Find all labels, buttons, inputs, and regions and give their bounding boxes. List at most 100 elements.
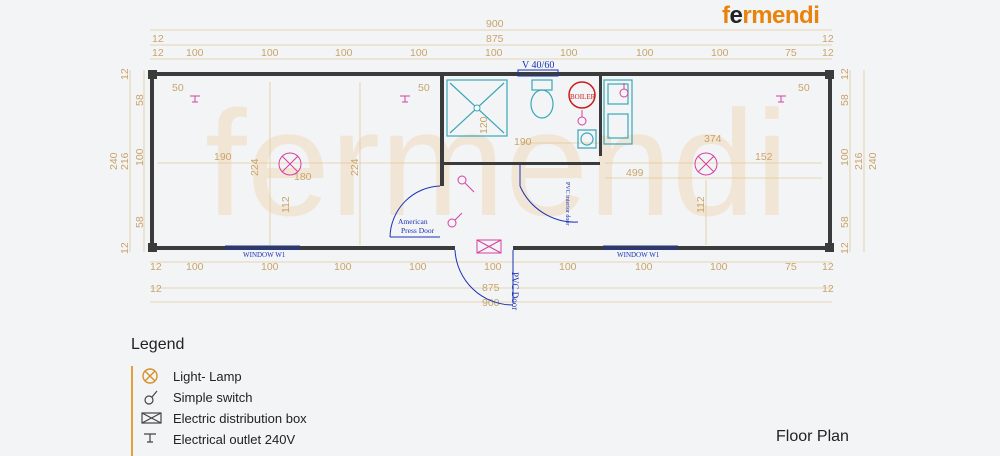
legend-item: Light- Lamp: [141, 366, 242, 386]
dim-bottom-inner: 875: [482, 282, 500, 294]
dim-left-216: 216: [119, 152, 131, 170]
dim-top-seg: 100: [485, 47, 503, 59]
legend-title: Legend: [131, 336, 185, 353]
dim-right-216: 216: [853, 152, 865, 170]
dim-bottom-seg: 100: [484, 261, 502, 273]
dim-top-seg: 12: [152, 47, 164, 59]
outlet-icon: [400, 95, 410, 103]
dim-bottom-edge-left: 12: [150, 283, 162, 295]
dim-outlet-50-a: 50: [172, 82, 184, 94]
dim-left-180: 180: [294, 171, 312, 183]
svg-text:WINDOW W1: WINDOW W1: [243, 251, 286, 259]
dim-bath-190: 190: [514, 136, 532, 148]
legend-item: Simple switch: [141, 387, 252, 407]
svg-text:WINDOW W1: WINDOW W1: [617, 251, 660, 259]
window-right: WINDOW W1: [603, 245, 678, 259]
switch-icon: [457, 175, 475, 193]
dim-right-seg: 12: [839, 68, 851, 80]
right-dimensions: 12 58 100 58 12 216 240: [839, 68, 879, 254]
dim-right-499: 499: [626, 167, 644, 179]
legend-label: Electrical outlet 240V: [173, 431, 296, 447]
lamp-icon: [142, 368, 158, 384]
distribution-box-icon: [141, 412, 162, 424]
floor-plan: fermendi 900 875 12 12 12 100 100 100 10…: [108, 18, 879, 310]
dim-bottom-seg: 100: [710, 261, 728, 273]
dim-bottom-seg: 100: [409, 261, 427, 273]
dim-top-total: 900: [486, 18, 504, 30]
dim-top-seg: 75: [785, 47, 797, 59]
dim-top-inner: 875: [486, 33, 504, 45]
outlet-icon: [776, 95, 786, 103]
legend-label: Electric distribution box: [173, 410, 307, 426]
dim-bottom-seg: 100: [261, 261, 279, 273]
dim-right-seg: 100: [839, 148, 851, 166]
interior-walls: [440, 76, 602, 186]
vent: V 40/60: [517, 60, 559, 77]
distribution-box-icon: [476, 239, 502, 254]
toilet: [530, 79, 554, 119]
dim-left-seg: 12: [119, 242, 131, 254]
svg-text:PVC interior door: PVC interior door: [564, 182, 570, 225]
svg-text:V 40/60: V 40/60: [522, 60, 554, 71]
dim-bath-120: 120: [478, 116, 490, 134]
dim-top-edge-right: 12: [822, 33, 834, 45]
dim-left-112: 112: [280, 196, 292, 213]
svg-text:PVC Door: PVC Door: [510, 272, 520, 310]
dim-bottom-edge-right: 12: [822, 283, 834, 295]
legend-label: Light- Lamp: [173, 368, 242, 384]
dim-bottom-seg: 100: [559, 261, 577, 273]
legend-label: Simple switch: [173, 389, 253, 405]
outlet-icon: [144, 433, 156, 443]
dim-left-seg: 58: [134, 216, 146, 228]
dim-left-room-width: 190: [214, 151, 232, 163]
left-dimensions: 12 58 100 58 12 216 240: [108, 68, 146, 254]
dim-top-seg: 100: [636, 47, 654, 59]
dim-outlet-50-c: 50: [798, 82, 810, 94]
legend-bar: [131, 366, 133, 456]
top-dimensions: 900 875 12 12 12 100 100 100 100 100 100…: [150, 18, 834, 60]
dim-right-112: 112: [695, 196, 707, 213]
switch-icon: [619, 83, 629, 98]
legend-item: Electric distribution box: [141, 408, 307, 428]
dim-bottom-seg: 100: [334, 261, 352, 273]
dim-right-seg: 12: [839, 242, 851, 254]
dim-left-240: 240: [108, 152, 120, 170]
washbasin: [577, 129, 597, 149]
dim-top-edge-left: 12: [152, 33, 164, 45]
dim-bottom-seg: 100: [635, 261, 653, 273]
dim-left-seg: 12: [119, 68, 131, 80]
switch-icon: [577, 110, 587, 126]
dim-top-seg: 100: [560, 47, 578, 59]
dim-outlet-50-b: 50: [418, 82, 430, 94]
dim-bottom-total: 900: [482, 297, 500, 309]
dim-top-seg: 100: [711, 47, 729, 59]
dim-top-seg: 100: [410, 47, 428, 59]
switch-icon: [144, 390, 158, 405]
floor-plan-title: Floor Plan: [776, 428, 849, 445]
dim-bottom-seg: 100: [186, 261, 204, 273]
dim-right-152: 152: [755, 151, 773, 163]
dim-left-seg: 58: [134, 94, 146, 106]
dim-top-seg: 100: [261, 47, 279, 59]
dim-left-224b: 224: [349, 158, 361, 176]
outlet-icon: [190, 95, 200, 103]
svg-text:BOILER: BOILER: [570, 93, 596, 101]
dim-top-seg: 100: [335, 47, 353, 59]
dim-left-224a: 224: [249, 158, 261, 176]
window-left: WINDOW W1: [225, 245, 300, 259]
brand-logo: fermendi: [722, 2, 820, 29]
dim-bottom-seg: 12: [822, 261, 834, 273]
dim-right-seg: 58: [839, 94, 851, 106]
svg-text:Press Door: Press Door: [401, 226, 435, 235]
pvc-interior-door: PVC interior door: [519, 164, 579, 225]
inner-dimensions: 190 224 224 112 180 120 190 374 152 499 …: [157, 82, 822, 245]
legend-item: Electrical outlet 240V: [141, 429, 295, 449]
dim-bottom-seg: 75: [785, 261, 797, 273]
bottom-dimensions: 12 100 100 100 100 100 100 100 100 75 12…: [150, 261, 834, 309]
dim-top-seg: 100: [186, 47, 204, 59]
shower: [446, 79, 508, 137]
pvc-door: PVC Door: [454, 249, 520, 310]
dim-right-seg: 58: [839, 216, 851, 228]
lamp-icon: [278, 152, 302, 176]
switch-icon: [447, 212, 463, 228]
